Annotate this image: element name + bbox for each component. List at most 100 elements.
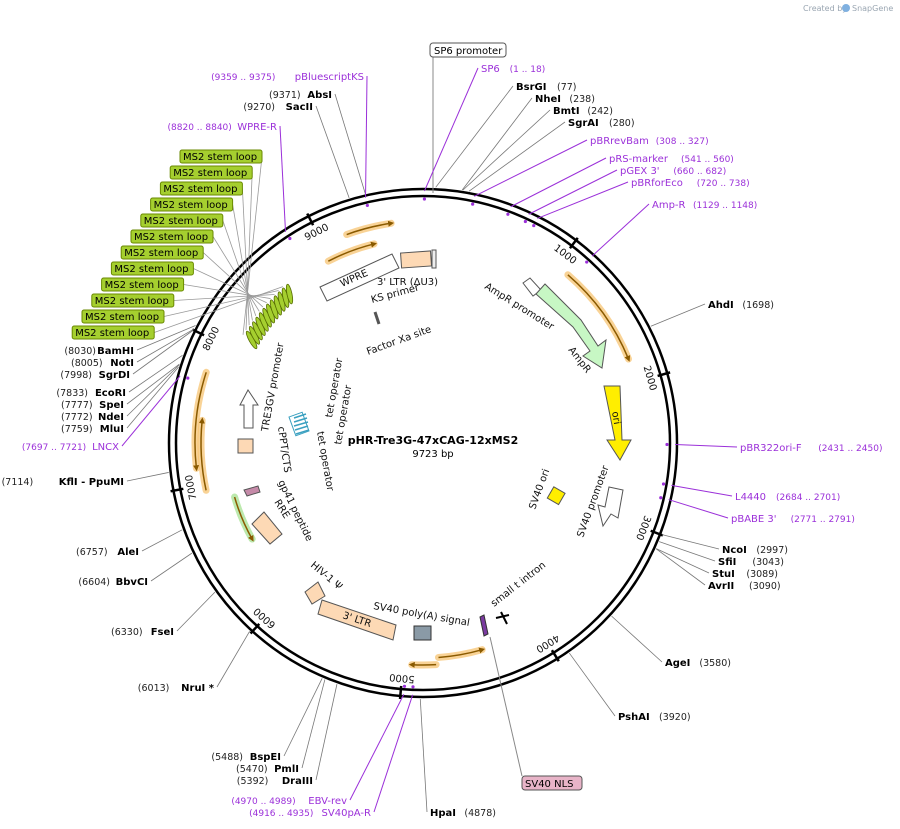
restriction-site[interactable]: AvrII(3090) (655, 548, 781, 592)
restriction-site[interactable]: BamHI(8030) (64, 325, 196, 357)
site-leader (568, 652, 616, 717)
ms2-stem-loop-box[interactable] (169, 165, 253, 180)
primer-site[interactable]: pBluescriptKS(9359 .. 9375) (211, 72, 369, 208)
credit-prefix: Created by (803, 4, 847, 13)
primer-name: pBluescriptKS (295, 72, 364, 83)
orf-arc-left-rev[interactable] (193, 372, 207, 472)
ms2-stem-loop-box[interactable] (159, 181, 243, 196)
orf-arc-top-inner[interactable] (327, 241, 377, 262)
restriction-site[interactable]: BspEI(5488) (211, 678, 323, 763)
site-leader (150, 552, 193, 582)
primer-site[interactable]: L4440(2684 .. 2701) (661, 482, 840, 503)
restriction-site[interactable]: AgeI(3580) (611, 615, 731, 669)
site-leader (611, 615, 663, 663)
primer-site[interactable]: WPRE-R(8820 .. 8840) (168, 122, 292, 241)
primer-name: SV40pA-R (322, 808, 371, 819)
sv40-ori-box[interactable] (546, 486, 566, 506)
ms2-stem-loop-box[interactable] (101, 277, 185, 292)
restriction-site[interactable]: NheI(238) (461, 94, 595, 191)
site-name: BmtI (553, 106, 580, 117)
orf-arc-bottom-rev[interactable] (438, 647, 486, 659)
restriction-site[interactable]: SfiI(3043) (659, 541, 784, 568)
restriction-site[interactable]: AbsI(9371) (269, 90, 366, 194)
restriction-site[interactable]: NotI(8005) (71, 328, 194, 369)
restriction-site[interactable]: NcoI(2997) (661, 534, 788, 556)
restriction-site[interactable]: DraIII(5392) (237, 684, 338, 787)
site-leader (461, 97, 533, 191)
orf-arc-right[interactable] (567, 274, 631, 362)
feature-arcs (191, 219, 632, 669)
primer-site[interactable]: SV40pA-R(4916 .. 4935) (249, 685, 415, 819)
restriction-site[interactable]: SpeI(7777) (61, 363, 180, 411)
ms2-stem-loop-box[interactable] (91, 293, 175, 308)
site-name: BsrGI (516, 82, 546, 93)
restriction-site[interactable]: SacII(9270) (243, 102, 350, 199)
ms2-stem-loop-box[interactable] (140, 213, 224, 228)
primer-site[interactable]: Amp-R(1129 .. 1148) (585, 200, 757, 264)
ori-arrow[interactable] (603, 385, 632, 461)
gp41-box[interactable] (243, 485, 261, 497)
primer-site[interactable]: EBV-rev(4970 .. 4989) (231, 684, 407, 807)
primer-site[interactable]: pBABE 3'(2771 .. 2791) (659, 496, 855, 525)
ltr-du3-box[interactable] (400, 250, 433, 269)
ms2-stem-loop-box[interactable] (150, 197, 234, 212)
primer-site[interactable]: pRS-marker(541 .. 560) (506, 154, 734, 216)
orf-arc-top[interactable] (346, 220, 395, 236)
restriction-site[interactable]: BmtI(242) (462, 106, 613, 191)
restriction-site[interactable]: BsrGI(77) (435, 82, 577, 188)
restriction-site[interactable]: AhdI(1698) (650, 300, 774, 327)
site-name: BspEI (250, 752, 281, 763)
tick-mark (568, 237, 579, 249)
primer-site[interactable]: pBRforEco(720 .. 738) (532, 178, 750, 228)
site-name: DraIII (282, 776, 313, 787)
primer-labels: pBluescriptKS(9359 .. 9375) SP6(1 .. 18) W… (22, 64, 883, 819)
ms2-stem-loop-marker[interactable] (285, 283, 294, 305)
restriction-site[interactable]: EcoRI(7833) (56, 355, 183, 399)
ms2-stem-loop-box[interactable] (110, 261, 194, 276)
primer-site[interactable]: LNCX(7697 .. 7721) (22, 375, 190, 453)
plasmid-name: pHR-Tre3G-47xCAG-12xMS2 (348, 434, 518, 447)
ms2-leader (242, 156, 263, 335)
sv40-polya-box[interactable] (413, 625, 432, 641)
restriction-site[interactable]: KflI - PpuMI(7114) (2, 472, 169, 488)
orf-arc-green[interactable] (233, 496, 254, 542)
restriction-site[interactable]: HpaI(4878) (419, 698, 496, 819)
restriction-site[interactable]: BbvCI(6604) (78, 552, 193, 588)
restriction-site[interactable]: MluI(7759) (61, 366, 179, 435)
restriction-site[interactable]: PshAI(3920) (568, 652, 691, 723)
site-leader (315, 684, 338, 781)
tre3gv-arrow[interactable] (239, 389, 259, 429)
site-position: (7114) (2, 477, 34, 488)
ms2-stem-loop-box[interactable] (120, 245, 204, 260)
restriction-site[interactable]: AleI(6757) (76, 529, 183, 558)
sp6-promoter-box[interactable] (429, 42, 507, 58)
ltr-bottom-box[interactable] (317, 599, 397, 641)
ampr-arrow[interactable] (535, 283, 607, 369)
orf-arc-left[interactable] (198, 417, 207, 491)
primer-position: (1 .. 18) (510, 65, 546, 75)
rre-box[interactable] (251, 511, 283, 545)
restriction-site[interactable]: SgrAI(280) (468, 118, 635, 192)
sv40-nls-box[interactable] (521, 775, 583, 791)
restriction-site[interactable]: NruI *(6013) (138, 631, 250, 694)
hiv-psi-box[interactable] (304, 581, 326, 605)
primer-site[interactable]: pBRrevBam(308 .. 327) (471, 136, 709, 206)
ori-label: ori (609, 411, 622, 426)
restriction-site[interactable]: PmlI(5470) (236, 679, 326, 775)
restriction-site[interactable]: SgrDI(7998) (60, 329, 194, 381)
primer-site[interactable]: SP6(1 .. 18) (422, 64, 546, 201)
tet-operator-label-3: tet operator (314, 431, 335, 493)
restriction-site[interactable]: FseI(6330) (111, 591, 216, 638)
sv40-promoter-arrow[interactable] (597, 486, 624, 528)
restriction-site[interactable]: StuI(3089) (656, 548, 778, 580)
primer-site[interactable]: pBR322ori-F(2431 .. 2450) (665, 442, 882, 454)
wpre-arrow[interactable] (319, 253, 400, 302)
ms2-stem-loop-box[interactable] (179, 149, 263, 164)
restriction-site[interactable]: NdeI(7772) (61, 364, 180, 423)
ms2-stem-loop-box[interactable] (130, 229, 214, 244)
cppt-box[interactable] (237, 438, 254, 454)
ms2-stem-loop-box[interactable] (71, 325, 155, 340)
primer-site[interactable]: pGEX 3'(660 .. 682) (523, 166, 726, 224)
ms2-stem-loop-box[interactable] (81, 309, 165, 324)
